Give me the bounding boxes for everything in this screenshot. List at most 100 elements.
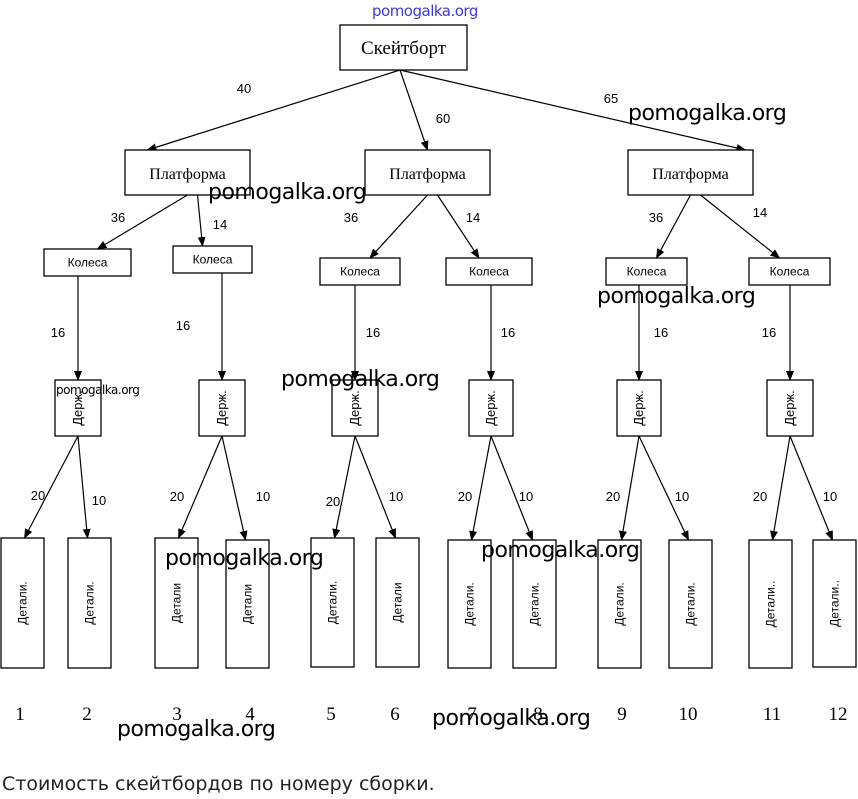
detail-node-label: Детали.. — [828, 580, 842, 627]
detail-node — [447, 539, 492, 669]
detail-node — [812, 539, 857, 668]
detail-node-label: Детали — [241, 584, 255, 624]
holder-node-label: Держ. — [631, 390, 646, 426]
edge-cost-label: 16 — [176, 318, 190, 333]
edge-arrow — [23, 435, 79, 539]
edge-arrow — [789, 435, 834, 541]
watermark: pomogalka.org — [597, 284, 756, 309]
edge-cost-label: 10 — [92, 493, 106, 508]
edge-cost-label: 36 — [111, 210, 125, 225]
edge-cost-label: 14 — [213, 217, 227, 232]
platform-node-label: Платформа — [149, 166, 225, 183]
holder-node-label: Держ. — [214, 390, 229, 426]
edge-cost-label: 36 — [649, 210, 663, 225]
wheels-node-label: Колеса — [68, 256, 108, 270]
detail-node — [668, 539, 713, 669]
watermark: pomogalka.org — [56, 383, 140, 397]
detail-node — [375, 537, 420, 668]
watermark: pomogalka.org — [281, 367, 440, 392]
edge-arrow — [77, 435, 91, 539]
wheels-node-label: Колеса — [340, 265, 380, 279]
edge-cost-label: 16 — [762, 325, 776, 340]
edge-cost-label: 10 — [823, 489, 837, 504]
assembly-number: 1 — [15, 704, 25, 725]
detail-node — [597, 539, 642, 669]
platform-node — [627, 149, 754, 196]
edge-cost-label: 10 — [519, 489, 533, 504]
holder-node — [54, 379, 102, 437]
detail-node-label: Детали.. — [764, 581, 778, 628]
detail-node-label: Детали. — [463, 582, 477, 625]
edge-arrow — [770, 435, 791, 541]
holder-node — [616, 379, 662, 437]
assembly-number: 2 — [82, 704, 92, 725]
assembly-number: 10 — [679, 704, 698, 725]
edge-arrow — [96, 194, 188, 250]
detail-node-label: Детали — [170, 583, 184, 623]
wheels-node-label: Колеса — [770, 265, 810, 279]
holder-node-label: Держ. — [483, 390, 498, 426]
assembly-number: 5 — [326, 704, 336, 725]
assembly-number: 11 — [763, 704, 781, 725]
edge-arrow — [369, 194, 428, 259]
assembly-number: 6 — [390, 704, 400, 725]
wheels-node — [172, 245, 253, 274]
assembly-number: 7 — [467, 704, 477, 725]
edge-arrow — [332, 435, 356, 539]
edge-cost-label: 16 — [501, 325, 515, 340]
detail-node — [310, 537, 355, 668]
edge-arrow — [221, 435, 248, 541]
edge-cost-label: 20 — [458, 489, 472, 504]
wheels-node — [319, 257, 401, 286]
assembly-number: 12 — [829, 704, 848, 725]
wheels-node-label: Колеса — [193, 253, 233, 267]
holder-node-label: Держ. — [782, 390, 797, 426]
edge-cost-label: 65 — [604, 91, 618, 106]
platform-node-label: Платформа — [389, 166, 465, 183]
watermark: pomogalka.org — [432, 706, 591, 731]
edge-arrow — [399, 69, 747, 152]
wheels-node — [748, 257, 831, 286]
edge-cost-label: 20 — [606, 489, 620, 504]
edge-arrow — [399, 69, 429, 151]
edge-arrow — [146, 69, 401, 152]
edge-cost-label: 60 — [436, 111, 450, 126]
assembly-number: 4 — [245, 704, 255, 725]
detail-node — [67, 537, 112, 669]
wheels-node — [605, 257, 688, 286]
edge-cost-label: 10 — [389, 489, 403, 504]
edge-arrow — [196, 194, 206, 247]
edge-cost-label: 10 — [256, 489, 270, 504]
platform-node-label: Платформа — [652, 166, 728, 183]
edge-cost-label: 20 — [31, 488, 45, 503]
edge-cost-label: 40 — [237, 81, 251, 96]
holder-node-label: Держ. — [347, 390, 362, 426]
watermark: pomogalka.org — [117, 717, 276, 742]
edge-cost-label: 36 — [344, 210, 358, 225]
edge-cost-label: 16 — [51, 325, 65, 340]
detail-node-label: Детали. — [326, 581, 340, 624]
edge-cost-label: 20 — [326, 494, 340, 509]
edge-cost-label: 14 — [753, 205, 767, 220]
watermark: pomogalka.org — [481, 538, 640, 563]
edge-arrow — [354, 435, 397, 539]
edge-cost-label: 16 — [366, 325, 380, 340]
assembly-number: 8 — [533, 704, 543, 725]
assembly-number: 9 — [617, 704, 627, 725]
edge-arrow — [638, 435, 690, 541]
edge-arrow — [490, 435, 534, 541]
edge-arrow — [469, 435, 492, 541]
root-node-label: Скейтборт — [361, 38, 447, 59]
root-node — [339, 24, 468, 71]
assembly-number: 3 — [172, 704, 182, 725]
edge-cost-label: 20 — [170, 489, 184, 504]
wheels-node — [445, 257, 533, 286]
edge-arrow — [619, 435, 640, 541]
edge-arrow — [655, 194, 692, 259]
watermark: pomogalka.org — [208, 180, 367, 205]
edge-arrow — [700, 194, 781, 259]
detail-node-label: Детали — [391, 582, 405, 622]
wheels-node-label: Колеса — [627, 265, 667, 279]
edge-cost-label: 10 — [675, 489, 689, 504]
